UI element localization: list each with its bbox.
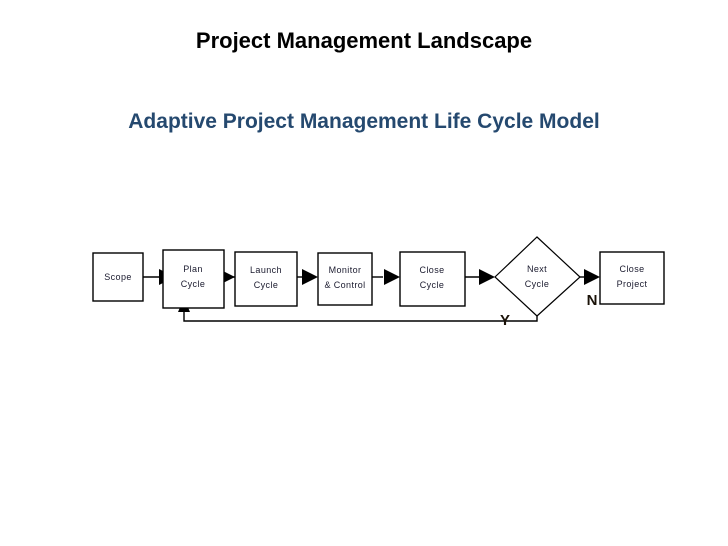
node-monitor-control[interactable]: Monitor & Control: [317, 252, 373, 306]
node-launch-cycle-label-line1: Launch: [250, 265, 282, 275]
node-launch-cycle[interactable]: Launch Cycle: [234, 251, 298, 307]
branch-label-yes: Y: [500, 312, 510, 329]
node-launch-cycle-label-line2: Cycle: [254, 280, 279, 290]
node-next-cycle-label-line1: Next: [527, 264, 547, 274]
edge-feedback-loop-line: [183, 308, 538, 322]
arrow-head-to-close-cycle: [384, 269, 400, 285]
page-subtitle: Adaptive Project Management Life Cycle M…: [128, 110, 600, 133]
arrow-head-to-next-cycle: [479, 269, 495, 285]
node-next-cycle-label-line2: Cycle: [525, 279, 550, 289]
node-plan-cycle-label-line1: Plan: [183, 264, 203, 274]
node-scope[interactable]: Scope: [92, 252, 144, 302]
node-close-project-label-line1: Close: [619, 264, 644, 274]
node-close-project-shape[interactable]: [599, 251, 665, 305]
page-title: Project Management Landscape: [195, 28, 533, 53]
node-monitor-control-shape[interactable]: [317, 252, 373, 306]
branch-label-no: N: [587, 292, 598, 309]
node-close-cycle-shape[interactable]: [399, 251, 466, 307]
arrow-head-to-monitor-control: [302, 269, 318, 285]
node-plan-cycle-label-line2: Cycle: [181, 279, 206, 289]
node-close-project-label-line2: Project: [617, 279, 648, 289]
node-next-cycle-shape[interactable]: [494, 236, 581, 317]
node-monitor-control-label-line1: Monitor: [329, 265, 362, 275]
arrow-head-to-close-project: [584, 269, 600, 285]
node-close-cycle[interactable]: Close Cycle: [399, 251, 466, 307]
node-plan-cycle-shape[interactable]: [162, 249, 225, 309]
node-plan-cycle[interactable]: Plan Cycle: [162, 249, 225, 309]
node-close-project[interactable]: Close Project: [599, 251, 665, 305]
node-close-cycle-label-line2: Cycle: [420, 280, 445, 290]
node-scope-shape[interactable]: [92, 252, 144, 302]
node-close-cycle-label-line1: Close: [419, 265, 444, 275]
node-monitor-control-label-line2: & Control: [324, 280, 365, 290]
node-next-cycle[interactable]: Next Cycle: [494, 236, 581, 317]
node-launch-cycle-shape[interactable]: [234, 251, 298, 307]
node-scope-label-line1: Scope: [104, 272, 132, 282]
